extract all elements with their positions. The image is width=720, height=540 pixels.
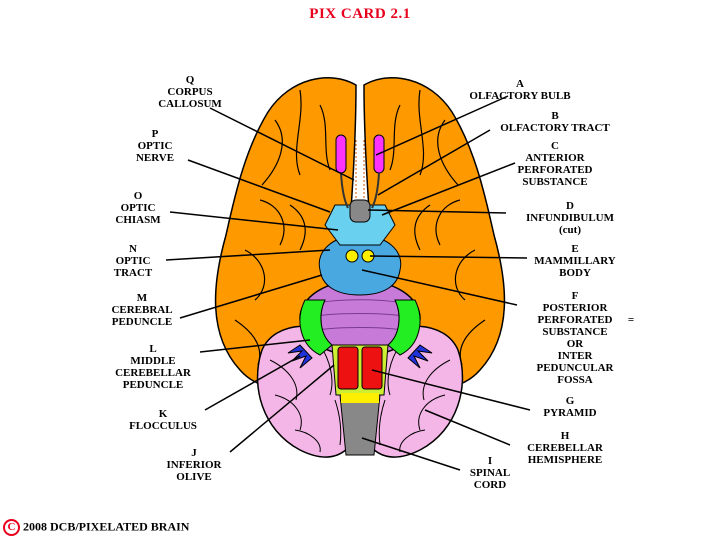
label-j-inferior-olive: J INFERIOR OLIVE <box>158 447 230 483</box>
label-n-optic-tract: N OPTIC TRACT <box>98 243 168 279</box>
label-k-text: FLOCCULUS <box>129 420 197 432</box>
label-f-line7: FOSSA <box>557 374 593 386</box>
label-a-text: OLFACTORY BULB <box>469 90 571 102</box>
label-d-text: INFUNDIBULUM <box>526 212 614 224</box>
label-n-letter: N <box>129 243 137 255</box>
label-h-line2: HEMISPHERE <box>527 454 603 466</box>
label-b-olfactory-tract: B OLFACTORY TRACT <box>490 110 620 134</box>
copyright-text: 2008 DCB/PIXELATED BRAIN <box>23 519 190 534</box>
label-k-letter: K <box>158 408 168 420</box>
label-n-line2: TRACT <box>113 267 153 279</box>
label-j-letter: J <box>191 447 197 459</box>
label-h-letter: H <box>560 430 570 442</box>
spinal-cord-yellow-band <box>341 393 379 403</box>
page-title: PIX CARD 2.1 <box>309 6 411 22</box>
label-f-equals-sign: = <box>627 314 635 326</box>
left-middle-cerebellar-peduncle <box>299 299 333 356</box>
label-f-line6: PEDUNCULAR <box>536 362 614 374</box>
label-l-line1: MIDDLE <box>130 355 176 367</box>
spinal-cord <box>339 394 381 456</box>
infundibulum <box>349 199 371 223</box>
label-g-pyramid: G PYRAMID <box>520 395 620 419</box>
label-n-line1: OPTIC <box>115 255 151 267</box>
label-p-line1: OPTIC <box>137 140 173 152</box>
leader-lines <box>165 95 531 471</box>
label-c-line1: ANTERIOR <box>525 152 585 164</box>
label-a-olfactory-bulb: A OLFACTORY BULB <box>460 78 580 102</box>
label-m-line2: PEDUNCLE <box>111 316 173 328</box>
label-e-mammillary-body: E MAMMILLARY BODY <box>520 243 630 279</box>
label-l-line3: PEDUNCLE <box>122 379 184 391</box>
label-d-letter: D <box>566 200 574 212</box>
label-o-letter: O <box>133 190 143 202</box>
label-l-line2: CEREBELLAR <box>115 367 191 379</box>
label-b-letter: B <box>551 110 559 122</box>
label-m-line1: CEREBRAL <box>111 304 173 316</box>
label-d-infundibulum: D INFUNDIBULUM (cut) <box>515 200 625 236</box>
label-i-letter: I <box>487 455 493 467</box>
label-l-letter: L <box>149 343 157 355</box>
label-q-letter: Q <box>185 74 195 86</box>
label-p-optic-nerve: P OPTIC NERVE <box>120 128 190 164</box>
olfactory-tracts <box>340 172 380 209</box>
label-c-anterior-perforated-substance: C ANTERIOR PERFORATED SUBSTANCE <box>505 140 605 188</box>
label-g-letter: G <box>565 395 575 407</box>
label-q-line2: CALLOSUM <box>158 98 222 110</box>
label-p-line2: NERVE <box>135 152 175 164</box>
label-f-line4: OR <box>566 338 584 350</box>
corpus-callosum <box>355 140 365 200</box>
label-k-flocculus: K FLOCCULUS <box>118 408 208 432</box>
label-h-line1: CEREBELLAR <box>527 442 603 454</box>
label-c-line2: PERFORATED <box>517 164 593 176</box>
copyright-icon: C <box>3 519 20 536</box>
label-f-line1: POSTERIOR <box>542 302 608 314</box>
label-i-spinal-cord: I SPINAL CORD <box>455 455 525 491</box>
label-c-letter: C <box>551 140 559 152</box>
label-e-line2: BODY <box>559 267 591 279</box>
label-i-line2: CORD <box>473 479 507 491</box>
label-q-line1: CORPUS <box>167 86 213 98</box>
label-p-letter: P <box>151 128 159 140</box>
label-f-letter: F <box>571 290 579 302</box>
label-f-line5: INTER <box>557 350 593 362</box>
label-o-optic-chiasm: O OPTIC CHIASM <box>103 190 173 226</box>
label-a-letter: A <box>516 78 524 90</box>
label-f-line3: SUBSTANCE <box>542 326 608 338</box>
label-q-corpus-callosum: Q CORPUS CALLOSUM <box>145 74 235 110</box>
label-f-line2: PERFORATED <box>537 314 613 326</box>
label-h-cerebellar-hemisphere: H CEREBELLAR HEMISPHERE <box>510 430 620 466</box>
label-d-note: (cut) <box>559 224 581 236</box>
label-b-text: OLFACTORY TRACT <box>500 122 610 134</box>
label-o-line2: CHIASM <box>115 214 161 226</box>
label-j-line2: OLIVE <box>176 471 212 483</box>
label-m-letter: M <box>136 292 148 304</box>
cerebellar-folia <box>269 344 451 453</box>
label-f-posterior-perforated-substance: F POSTERIOR PERFORATED SUBSTANCE OR INTE… <box>525 290 625 386</box>
label-e-letter: E <box>571 243 579 255</box>
label-i-line1: SPINAL <box>469 467 511 479</box>
label-l-middle-cerebellar-peduncle: L MIDDLE CEREBELLAR PEDUNCLE <box>113 343 193 391</box>
pyramids <box>337 346 383 390</box>
label-c-line3: SUBSTANCE <box>522 176 588 188</box>
label-e-line1: MAMMILLARY <box>534 255 616 267</box>
right-middle-cerebellar-peduncle <box>387 299 421 356</box>
label-g-text: PYRAMID <box>543 407 597 419</box>
optic-chiasm <box>324 204 396 246</box>
label-m-cerebral-peduncle: M CEREBRAL PEDUNCLE <box>102 292 182 328</box>
label-j-line1: INFERIOR <box>166 459 222 471</box>
label-o-line1: OPTIC <box>120 202 156 214</box>
